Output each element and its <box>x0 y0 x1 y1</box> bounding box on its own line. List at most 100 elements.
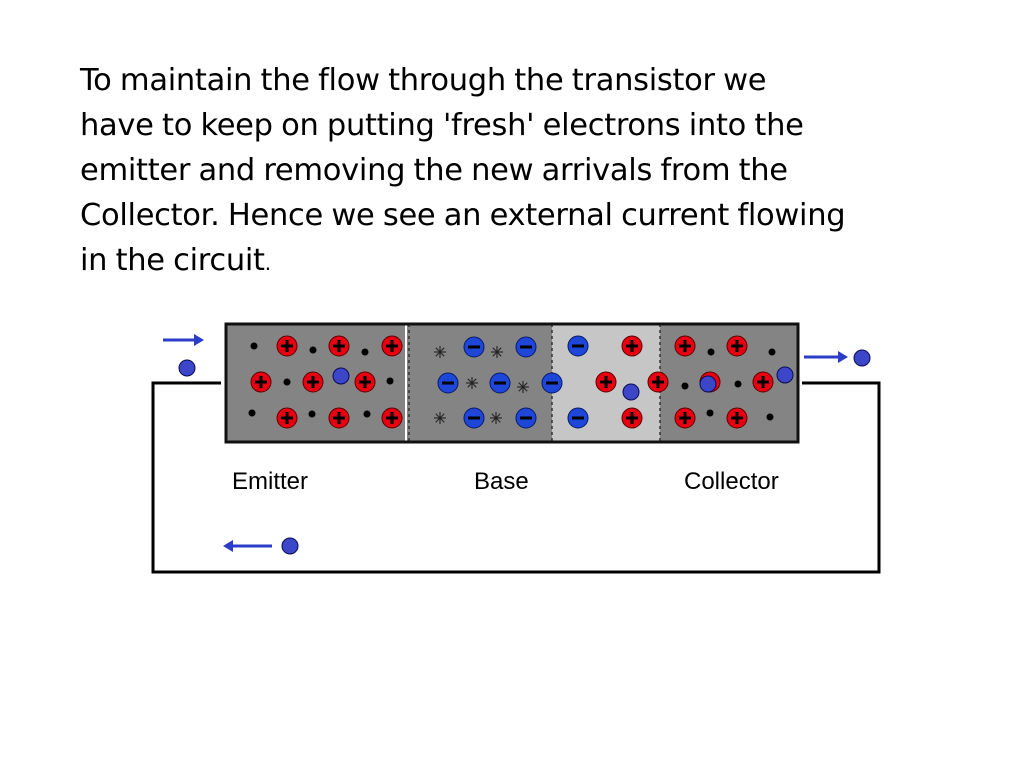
dot <box>283 378 291 386</box>
plus-sign-v <box>630 340 634 352</box>
text-line-4: Collector. Hence we see an external curr… <box>80 198 846 233</box>
dot <box>386 377 394 385</box>
slide-text: To maintain the flow through the transis… <box>80 58 940 286</box>
fixed-negative-charge <box>567 407 589 429</box>
plus-sign-v <box>735 340 739 352</box>
electron <box>699 375 717 393</box>
plus-sign-v <box>390 412 394 424</box>
arrow-head <box>223 540 233 552</box>
hole <box>674 335 696 357</box>
dot <box>766 413 774 421</box>
minus-sign <box>494 381 506 385</box>
dot <box>363 410 371 418</box>
arrow-head <box>838 351 848 363</box>
text-line-5: in the circuit. <box>80 238 940 286</box>
minus-sign <box>572 344 584 348</box>
fixed-negative-charge <box>463 407 485 429</box>
plus-sign-v <box>604 376 608 388</box>
electron <box>853 349 871 367</box>
plus-sign-v <box>363 376 367 388</box>
collector-label: Collector <box>684 468 779 495</box>
fixed-negative-charge <box>437 372 459 394</box>
electron <box>622 383 640 401</box>
dot <box>681 382 689 390</box>
circuit-wire <box>151 381 881 574</box>
minus-sign <box>520 416 532 420</box>
electron <box>776 366 794 384</box>
plus-sign-v <box>337 412 341 424</box>
base-label: Base <box>474 468 529 495</box>
spark-icon <box>434 412 446 424</box>
text-line-1: To maintain the flow through the transis… <box>80 63 767 98</box>
minus-sign <box>442 381 454 385</box>
hole <box>328 335 350 357</box>
text-line-3: emitter and removing the new arrivals fr… <box>80 153 788 188</box>
plus-sign-v <box>630 412 634 424</box>
hole <box>595 371 617 393</box>
spark-icon <box>517 381 529 393</box>
dot <box>309 346 317 354</box>
hole <box>752 371 774 393</box>
minus-sign <box>546 381 558 385</box>
hole <box>276 407 298 429</box>
text-final-period: . <box>264 251 271 275</box>
plus-sign-v <box>285 340 289 352</box>
fixed-negative-charge <box>541 372 563 394</box>
dot <box>308 410 316 418</box>
fixed-negative-charge <box>515 407 537 429</box>
hole <box>328 407 350 429</box>
dot <box>361 348 369 356</box>
minus-sign <box>572 416 584 420</box>
plus-sign-v <box>285 412 289 424</box>
plus-sign-v <box>735 412 739 424</box>
hole <box>250 371 272 393</box>
hole <box>726 407 748 429</box>
dot <box>248 409 256 417</box>
fixed-negative-charge <box>567 335 589 357</box>
hole <box>302 371 324 393</box>
dot <box>706 409 714 417</box>
dot <box>734 380 742 388</box>
arrow-head <box>194 334 204 346</box>
emitter-label: Emitter <box>232 468 309 495</box>
arrow-out-collector <box>804 351 848 363</box>
electron <box>332 367 350 385</box>
fixed-negative-charge <box>515 336 537 358</box>
arrow-in-emitter <box>163 334 204 346</box>
spark-icon <box>490 412 502 424</box>
dot <box>250 342 258 350</box>
external-circuit <box>151 381 881 574</box>
minus-sign <box>468 345 480 349</box>
text-line-5-body: in the circuit <box>80 243 265 278</box>
bar-outline <box>224 322 800 444</box>
hole <box>381 335 403 357</box>
plus-sign-v <box>683 340 687 352</box>
fixed-negative-charge <box>489 372 511 394</box>
particles <box>248 335 794 429</box>
hole <box>276 335 298 357</box>
electron <box>178 359 196 377</box>
plus-sign-v <box>311 376 315 388</box>
electron <box>281 537 299 555</box>
plus-sign-v <box>683 412 687 424</box>
minus-sign <box>520 345 532 349</box>
dot <box>707 348 715 356</box>
plus-sign-v <box>656 376 660 388</box>
text-line-2: have to keep on putting 'fresh' electron… <box>80 108 804 143</box>
hole <box>354 371 376 393</box>
plus-sign-v <box>337 340 341 352</box>
plus-sign-v <box>390 340 394 352</box>
hole <box>674 407 696 429</box>
plus-sign-v <box>761 376 765 388</box>
dot <box>768 348 776 356</box>
hole <box>621 407 643 429</box>
fixed-negative-charge <box>463 336 485 358</box>
hole <box>381 407 403 429</box>
flow-arrows <box>163 334 871 555</box>
hole <box>647 371 669 393</box>
hole <box>621 335 643 357</box>
spark-icon <box>466 377 478 389</box>
minus-sign <box>468 416 480 420</box>
spark-icon <box>434 346 446 358</box>
